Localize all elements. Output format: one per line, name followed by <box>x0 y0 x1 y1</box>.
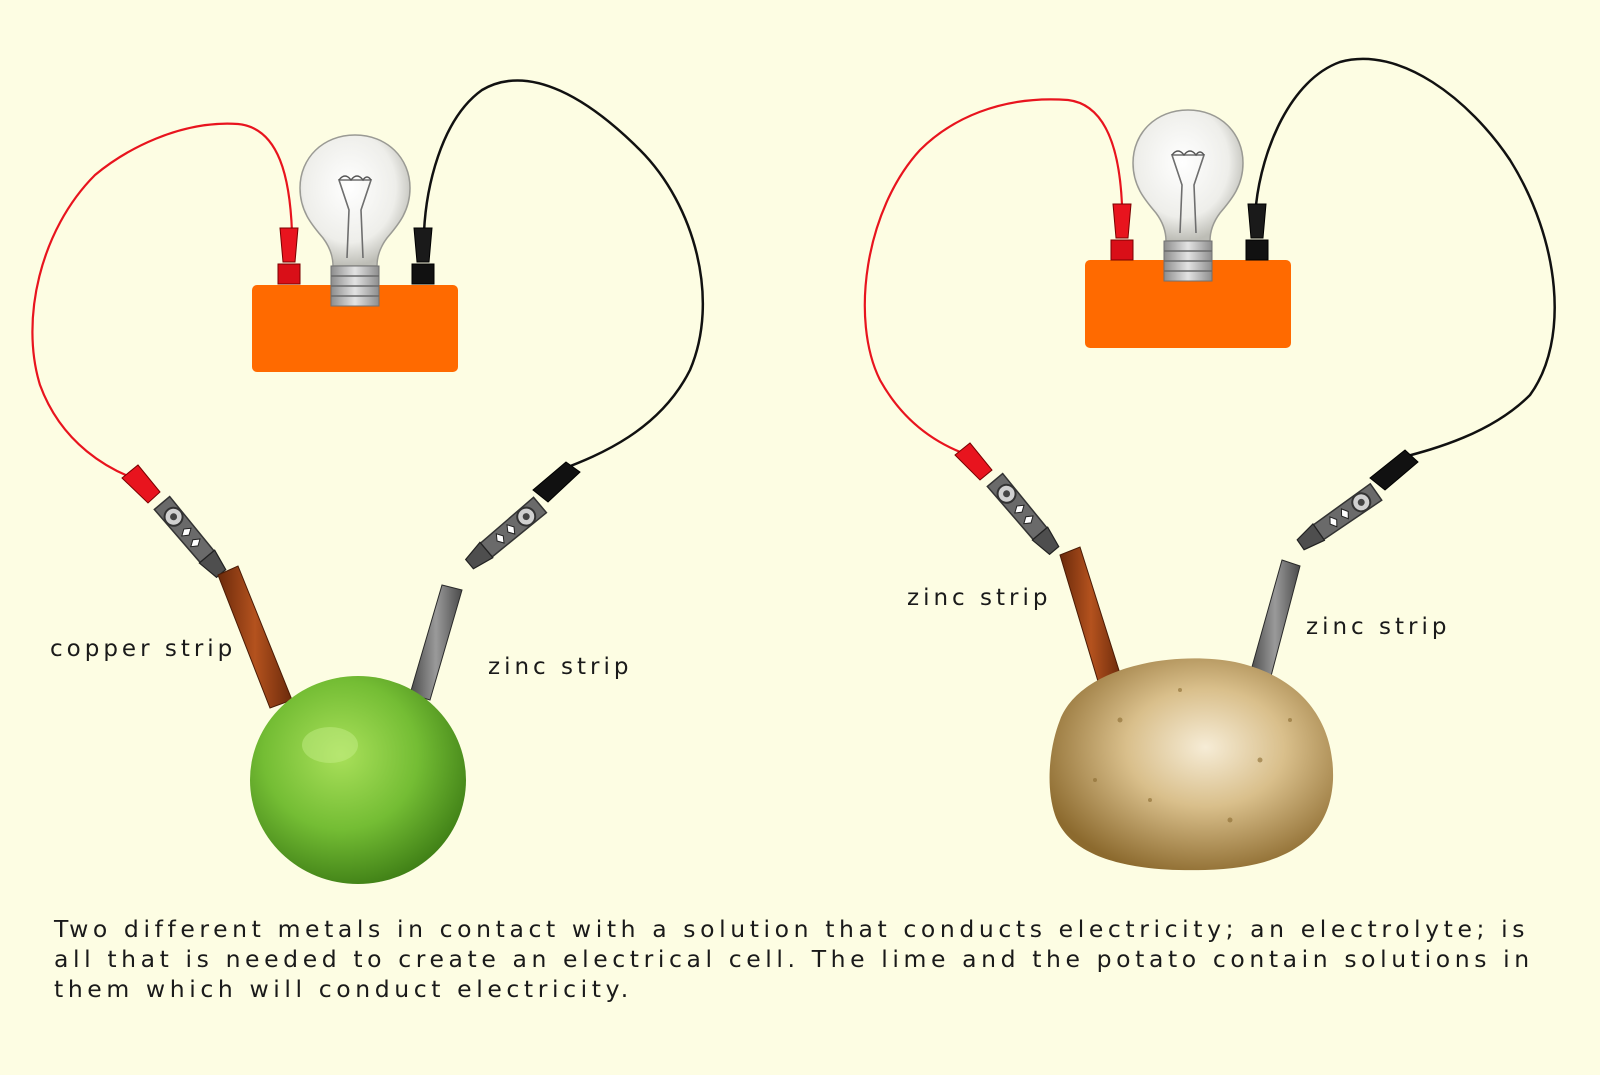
black-wire-right <box>1254 57 1556 460</box>
copper-strip-label: copper strip <box>50 636 237 662</box>
black-plug-left <box>532 461 581 503</box>
alligator-clip-left-black <box>462 496 548 573</box>
zinc-strip-label-right-left: zinc strip <box>907 585 1052 611</box>
copper-colored-strip-right <box>1059 546 1123 689</box>
zinc-strip-label-left: zinc strip <box>488 654 633 680</box>
red-plug-left <box>121 464 161 504</box>
black-plug-right <box>1369 449 1419 491</box>
alligator-clip-right-black <box>1293 482 1383 554</box>
lime <box>250 676 466 884</box>
red-plug-right <box>954 442 993 481</box>
red-terminal-right <box>1110 203 1134 261</box>
zinc-strip-right <box>1249 559 1301 681</box>
alligator-clip-left-red <box>153 495 230 581</box>
potato <box>1049 658 1334 871</box>
zinc-strip-left <box>409 584 463 701</box>
left-circuit <box>31 79 705 884</box>
zinc-strip-label-right-right: zinc strip <box>1306 614 1451 640</box>
black-wire-left <box>422 79 705 472</box>
alligator-clip-right-red <box>986 472 1063 558</box>
black-terminal-left <box>411 227 435 285</box>
black-terminal-right <box>1245 203 1269 261</box>
light-bulb-right <box>1132 109 1244 282</box>
red-terminal-left <box>277 227 301 285</box>
caption: Two different metals in contact with a s… <box>54 915 1534 1003</box>
right-circuit <box>863 57 1556 871</box>
battery-box-right <box>1085 260 1291 348</box>
red-wire-left <box>31 122 294 482</box>
light-bulb-left <box>299 134 411 307</box>
battery-box-left <box>252 285 458 372</box>
red-wire-right <box>863 98 1124 457</box>
